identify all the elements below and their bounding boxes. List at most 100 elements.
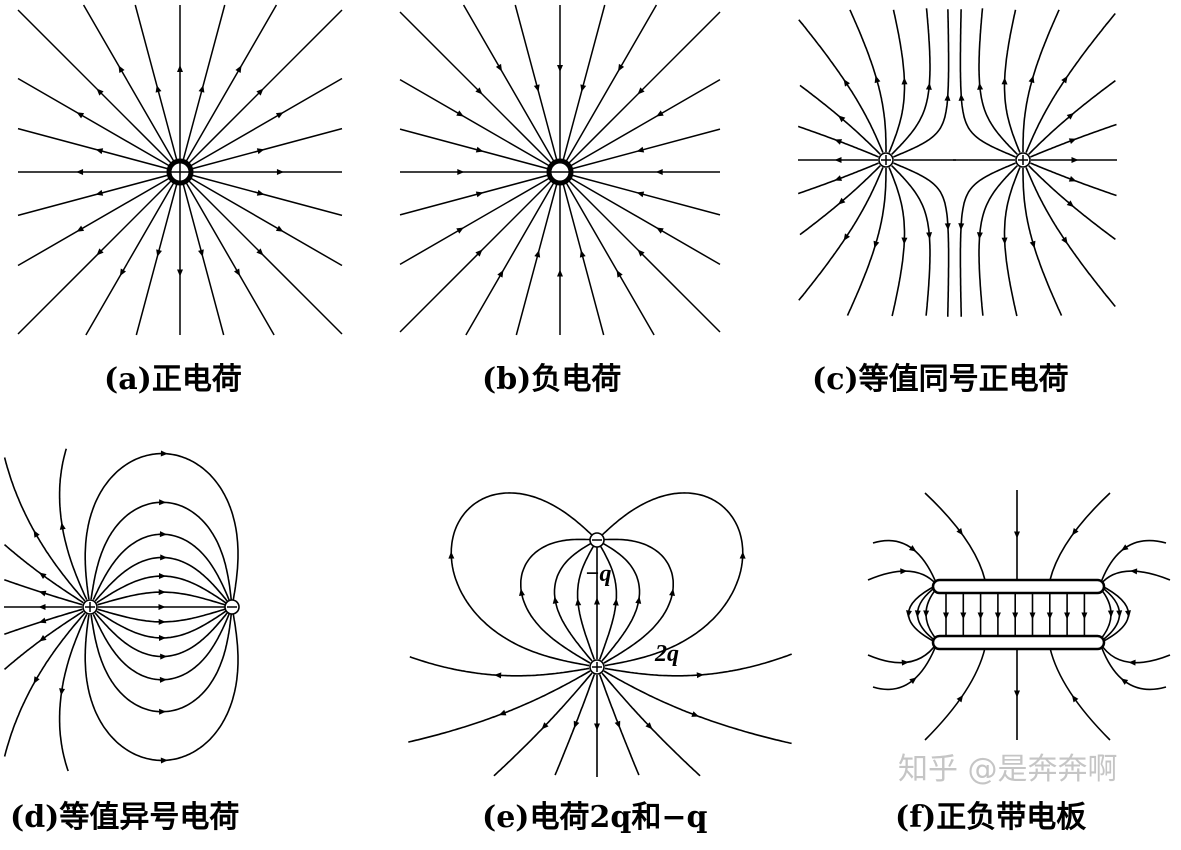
arrowhead [275,112,284,119]
arrowhead [76,112,85,119]
arrowhead [256,248,264,256]
arrowhead [618,63,625,72]
arrowhead [33,530,40,538]
field-line [1099,642,1171,664]
arrowhead [958,223,965,231]
arrowhead [914,610,921,618]
arrowhead [159,676,167,683]
arrowhead [960,612,967,620]
arrowhead [925,82,932,90]
arrowhead [636,146,645,153]
arrowhead [1066,112,1075,120]
arrowhead [594,597,600,605]
arrowhead [475,191,484,198]
field-line [924,647,986,741]
arrowhead [612,598,619,606]
arrowhead [160,450,168,457]
field-line [3,612,86,757]
arrowhead [1014,690,1020,698]
arrowhead [95,148,104,155]
arrowhead [198,85,205,93]
arrowhead [448,551,455,559]
field-line [559,171,721,266]
arrowhead [475,87,483,95]
arrowhead [96,248,104,256]
field-line [893,9,950,158]
arrowhead [158,573,166,580]
field-line [17,171,181,267]
field-line [465,171,561,336]
arrowhead [456,227,464,234]
field-line [1003,9,1021,153]
arrowhead [158,618,166,625]
arrowhead [1125,610,1131,618]
arrowhead [76,225,85,232]
arrowhead [159,499,167,506]
arrowhead [739,551,746,559]
arrowhead [645,722,653,730]
field-line [3,457,86,602]
arrowhead [76,169,84,175]
arrowhead [1068,175,1077,182]
field-line [1049,647,1111,741]
arrowhead [158,604,166,610]
arrowhead [901,237,908,245]
arrowhead [834,139,843,145]
arrowhead [475,146,484,153]
arrowhead [534,250,541,258]
arrowhead [944,223,951,231]
arrowhead [926,232,933,240]
field-line [84,611,239,762]
arrowhead [1061,75,1068,84]
field-line [1099,570,1171,586]
arrowhead [944,93,951,101]
arrowhead [976,232,983,240]
field-line [867,570,938,586]
field-line [559,171,655,336]
field-line [84,452,239,603]
field-line [179,4,278,173]
arrowhead [691,711,699,717]
arrowhead [901,77,908,85]
arrowhead [901,659,909,666]
field-line [17,77,181,173]
arrowhead [155,85,162,93]
field-line [924,492,986,581]
field-line [1003,167,1021,317]
arrowhead [958,93,965,101]
arrowhead [594,723,600,731]
field-line [450,492,594,667]
field-line [1049,492,1111,581]
arrowhead [39,634,47,642]
arrowhead [38,590,47,597]
field-line [888,167,906,317]
field-line [798,19,884,153]
arrowhead [1061,236,1068,245]
arrowhead [1066,200,1075,208]
field-line [1022,168,1063,316]
arrowhead [1012,612,1019,620]
arrowhead [533,84,540,92]
caption-c: (c)等值同号正电荷 [812,362,1069,397]
arrowhead [579,250,586,258]
arrowhead [177,64,183,72]
field-line [97,591,227,607]
field-line [399,171,561,266]
field-line [893,162,950,317]
field-line [959,162,1016,317]
arrowhead [906,610,912,618]
arrowhead [923,610,930,618]
field-line [872,642,938,691]
arrowhead [1130,568,1138,575]
field-line [399,78,561,173]
arrowhead [233,268,241,277]
charge-label-2q: 2q [655,641,679,667]
arrowhead [38,604,46,610]
arrowhead [275,225,284,232]
arrowhead [909,677,917,685]
arrowhead [843,79,850,87]
arrowhead [1029,612,1036,620]
field-line [179,171,343,267]
arrowhead [95,189,104,196]
